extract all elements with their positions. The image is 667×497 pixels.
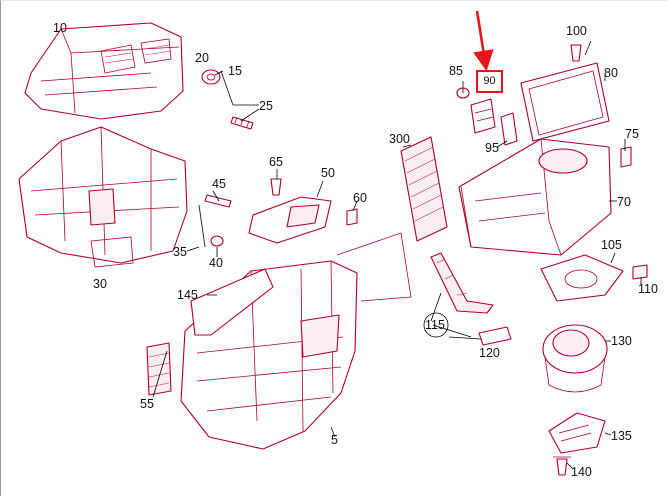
callout-100: 100 — [566, 24, 587, 38]
callout-5: 5 — [331, 433, 338, 447]
callout-300: 300 — [389, 132, 410, 146]
part-40-nut — [210, 235, 224, 247]
part-35-rod — [198, 204, 206, 248]
part-15-rod — [220, 70, 234, 106]
callout-105: 105 — [601, 238, 622, 252]
callout-140: 140 — [571, 465, 592, 479]
callout-60: 60 — [353, 191, 367, 205]
part-20-actuator — [201, 69, 221, 85]
callout-90: 90 — [483, 75, 496, 87]
callout-65: 65 — [269, 155, 283, 169]
part-135-resistor — [548, 412, 606, 454]
callout-75: 75 — [625, 127, 639, 141]
part-55-grille — [146, 342, 172, 396]
callout-130: 130 — [611, 334, 632, 348]
callout-120: 120 — [479, 346, 500, 360]
callout-35: 35 — [173, 245, 187, 259]
highlight-box-90 — [476, 70, 503, 93]
part-25-screw — [230, 116, 254, 130]
callout-40: 40 — [209, 256, 223, 270]
part-95-lever — [500, 112, 518, 146]
part-30-lower-housing — [18, 126, 188, 268]
callout-145: 145 — [177, 288, 198, 302]
callout-45: 45 — [212, 177, 226, 191]
callout-70: 70 — [617, 195, 631, 209]
highlight-arrow — [473, 10, 494, 72]
callout-95: 95 — [485, 141, 499, 155]
part-140-screw — [553, 456, 571, 476]
callout-80: 80 — [604, 66, 618, 80]
callout-20: 20 — [195, 51, 209, 65]
callout-115: 115 — [425, 318, 445, 332]
part-300-filter — [400, 136, 448, 242]
part-45-bolt — [204, 194, 232, 208]
part-65-screw — [270, 178, 282, 196]
part-145-side-panel — [190, 268, 274, 336]
callout-110: 110 — [638, 282, 658, 296]
part-75-bracket — [620, 146, 632, 168]
part-60-clip — [346, 208, 358, 226]
part-130-blower-motor — [542, 324, 608, 393]
callout-10: 10 — [53, 21, 67, 35]
part-110-connector — [632, 264, 648, 280]
part-70-evaporator-housing — [458, 138, 612, 256]
callout-15: 15 — [228, 64, 242, 78]
callout-135: 135 — [611, 429, 632, 443]
part-115-duct — [430, 252, 494, 314]
part-90-servo-motor — [470, 98, 496, 134]
callout-55: 55 — [140, 397, 154, 411]
part-80-filter-frame — [520, 62, 610, 142]
callout-85: 85 — [449, 64, 463, 78]
part-120-plate — [478, 326, 512, 346]
leader-lines — [152, 40, 642, 470]
callout-ring-115 — [423, 312, 449, 338]
callout-25: 25 — [259, 99, 273, 113]
part-10-upper-housing — [24, 22, 184, 120]
callout-50: 50 — [321, 166, 335, 180]
part-105-mount-ring — [540, 254, 624, 302]
callout-30: 30 — [93, 277, 107, 291]
part-50-flap — [248, 196, 332, 244]
part-100-screw — [570, 44, 582, 62]
